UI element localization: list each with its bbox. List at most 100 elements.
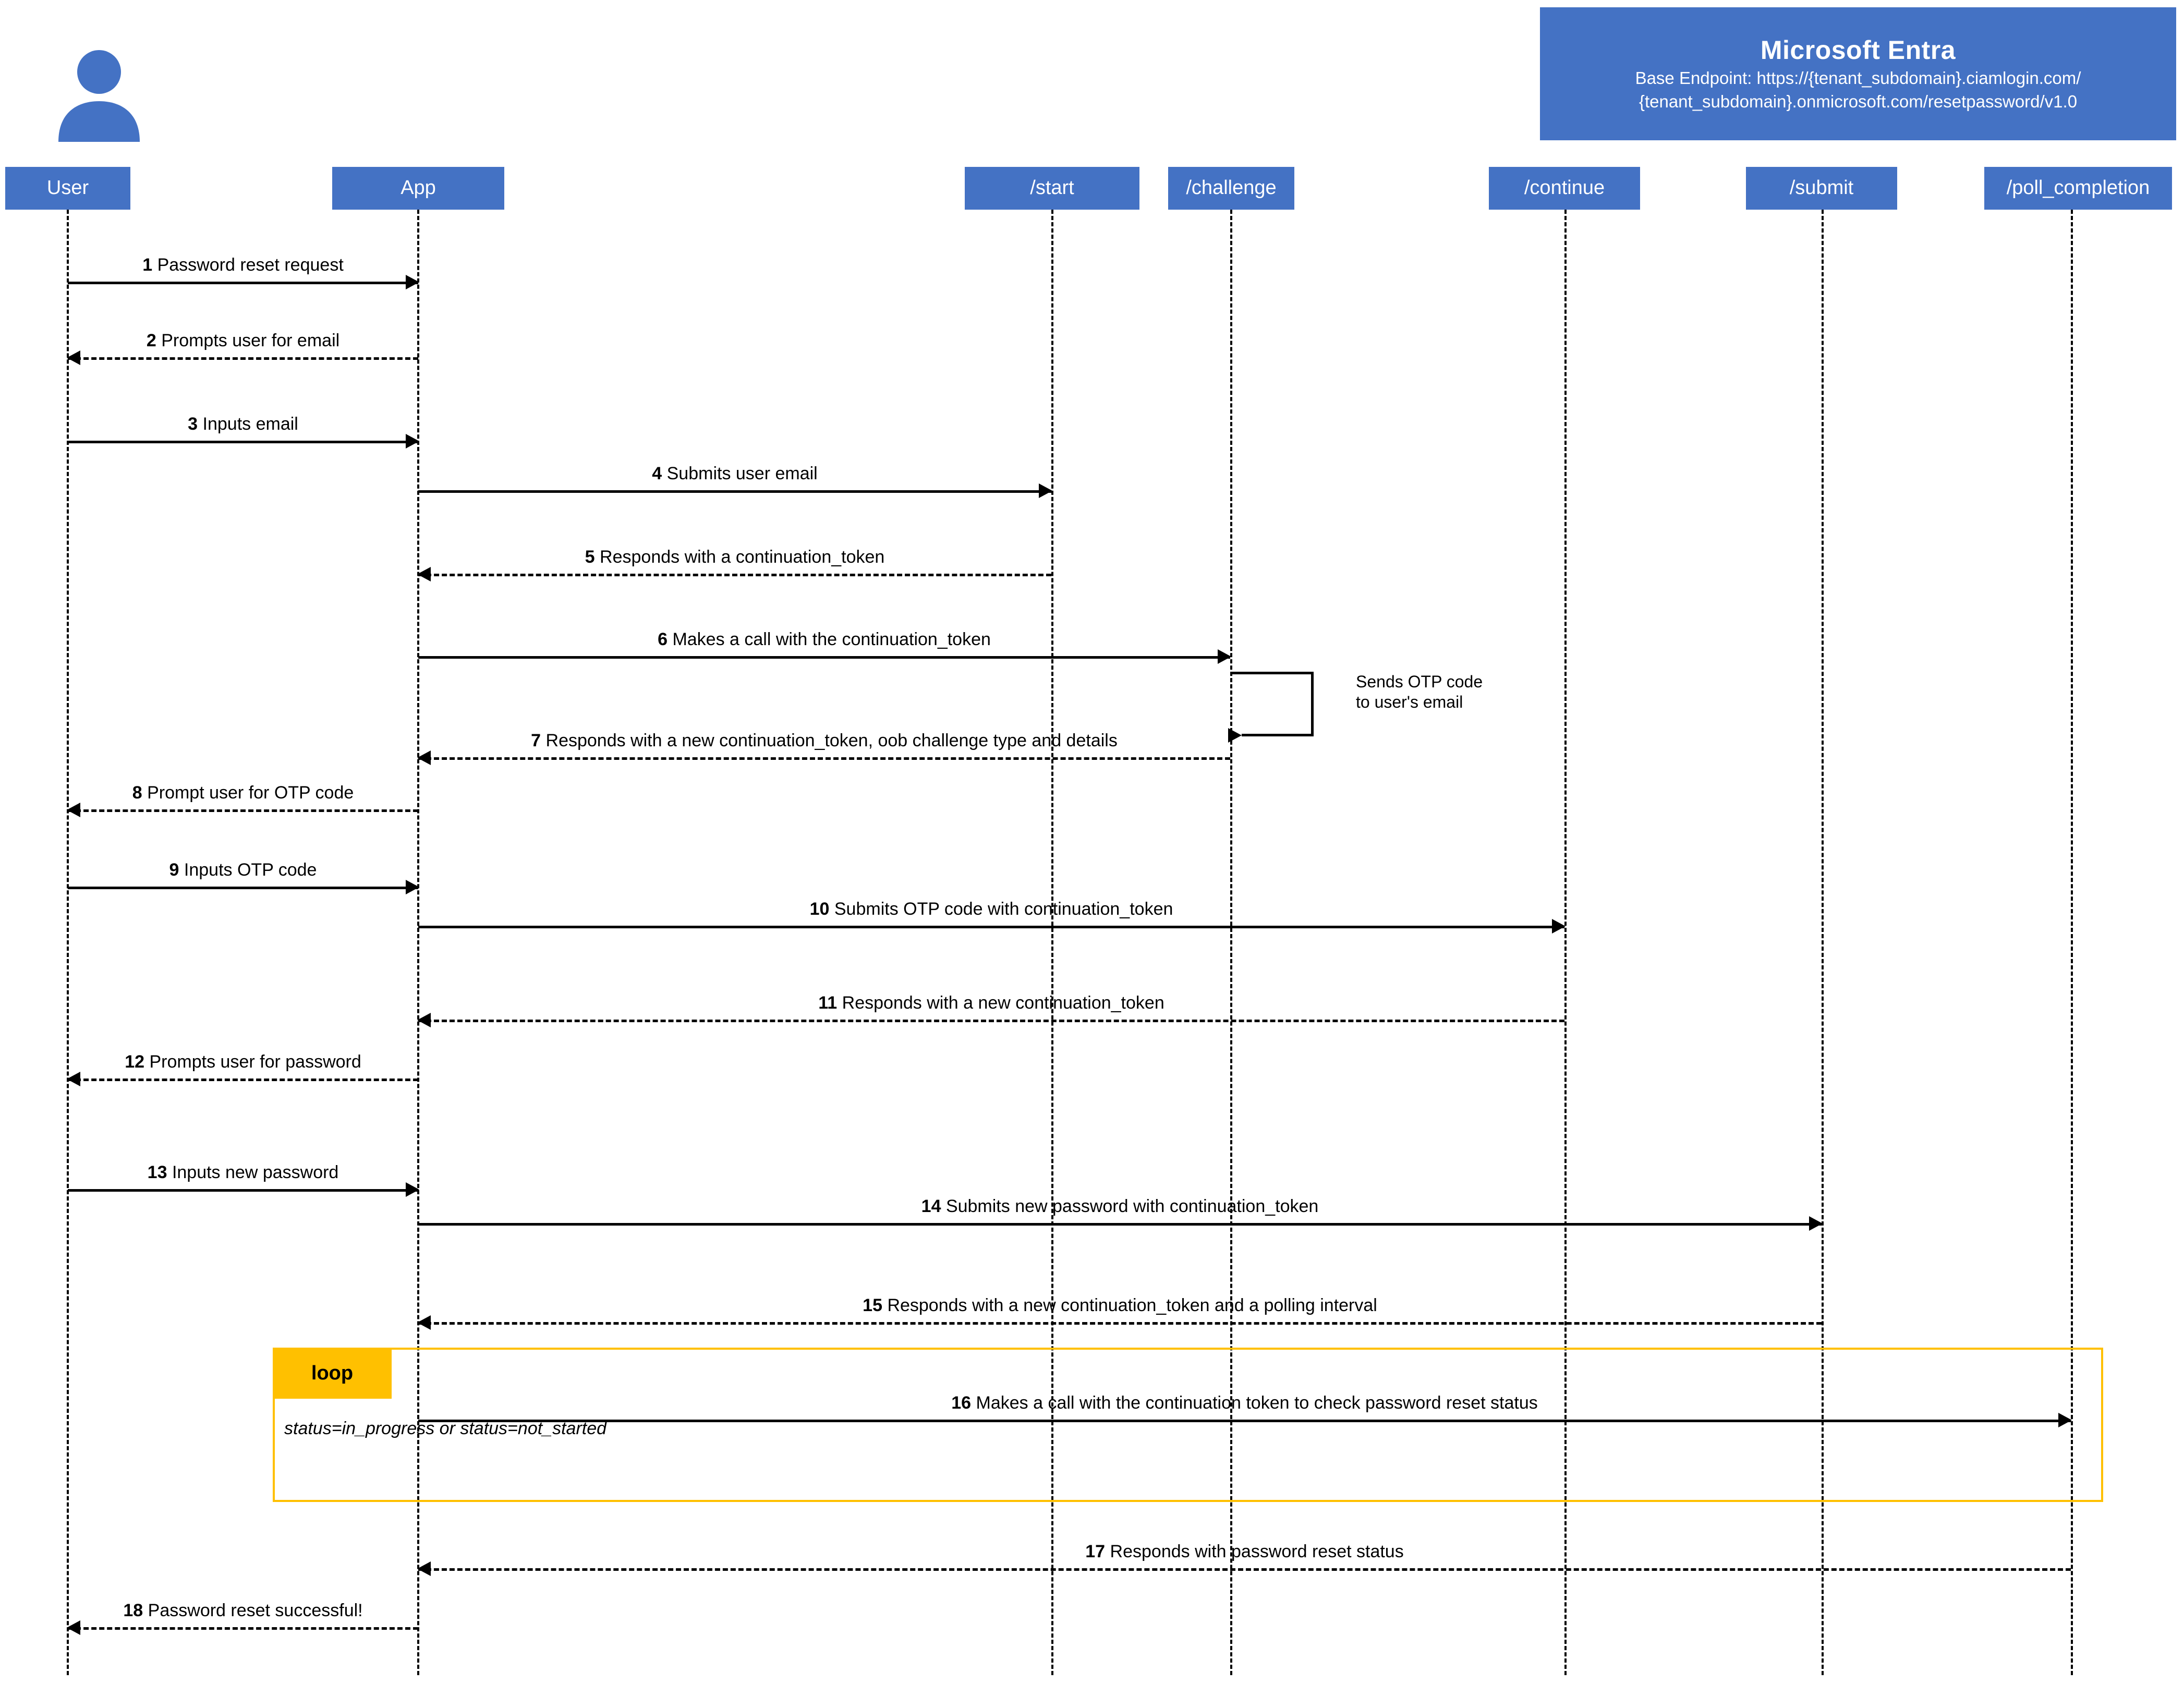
message-11-line	[418, 1020, 1564, 1022]
message-6-arrowhead-icon	[1218, 649, 1231, 664]
message-2-text: Prompts user for email	[161, 331, 340, 350]
message-13-text: Inputs new password	[172, 1162, 339, 1182]
message-9-label: 9 Inputs OTP code	[68, 860, 418, 880]
self-message-right-segment	[1311, 672, 1314, 736]
message-9-number: 9	[169, 860, 179, 880]
message-15-line	[418, 1322, 1822, 1325]
message-18-line	[68, 1627, 418, 1630]
message-2-label: 2 Prompts user for email	[68, 331, 418, 351]
message-16-label: 16 Makes a call with the continuation to…	[418, 1393, 2071, 1413]
message-5-number: 5	[585, 547, 595, 567]
participant-header-poll-completion[interactable]: /poll_completion	[1984, 167, 2172, 210]
message-10-line	[418, 926, 1564, 928]
lifeline-continue	[1564, 210, 1567, 1675]
message-1-text: Password reset request	[157, 255, 344, 275]
participant-label-start: /start	[1030, 177, 1074, 199]
message-14-label: 14 Submits new password with continuatio…	[418, 1196, 1822, 1217]
message-4-text: Submits user email	[666, 464, 818, 483]
lifeline-start	[1051, 210, 1053, 1675]
message-15-arrowhead-icon	[417, 1315, 431, 1330]
message-1-label: 1 Password reset request	[68, 255, 418, 275]
message-10-arrowhead-icon	[1552, 919, 1566, 934]
entra-endpoint-note: Microsoft Entra Base Endpoint: https://{…	[1540, 7, 2176, 140]
loop-fragment	[273, 1348, 2103, 1502]
message-18-arrowhead-icon	[67, 1620, 80, 1635]
message-3-text: Inputs email	[202, 414, 298, 434]
message-10-text: Submits OTP code with continuation_token	[834, 899, 1173, 919]
message-13-number: 13	[147, 1162, 167, 1182]
loop-fragment-tag: loop	[273, 1348, 392, 1399]
message-13-arrowhead-icon	[406, 1182, 419, 1197]
lifeline-user	[67, 210, 69, 1675]
message-14-arrowhead-icon	[1809, 1216, 1823, 1231]
message-16-line	[418, 1420, 2071, 1422]
participant-header-challenge[interactable]: /challenge	[1168, 167, 1294, 210]
entra-note-subtitle-line2: {tenant_subdomain}.onmicrosoft.com/reset…	[1639, 92, 2078, 112]
message-18-text: Password reset successful!	[148, 1601, 363, 1620]
message-1-arrowhead-icon	[406, 275, 419, 289]
loop-fragment-label: loop	[311, 1362, 354, 1384]
participant-header-user[interactable]: User	[5, 167, 130, 210]
message-9-arrowhead-icon	[406, 880, 419, 894]
message-14-line	[418, 1223, 1822, 1226]
message-11-number: 11	[818, 993, 838, 1013]
message-3-label: 3 Inputs email	[68, 414, 418, 434]
participant-header-submit[interactable]: /submit	[1746, 167, 1897, 210]
message-3-number: 3	[188, 414, 198, 434]
message-11-label: 11 Responds with a new continuation_toke…	[418, 993, 1564, 1013]
self-message-note-line1: Sends OTP code	[1356, 672, 1483, 691]
participant-label-user: User	[46, 177, 89, 199]
message-3-arrowhead-icon	[406, 434, 419, 449]
self-message-note: Sends OTP code to user's email	[1356, 672, 1483, 712]
entra-note-title: Microsoft Entra	[1760, 35, 1956, 65]
participant-header-app[interactable]: App	[332, 167, 504, 210]
message-13-line	[68, 1189, 418, 1192]
message-17-number: 17	[1085, 1542, 1106, 1561]
message-12-arrowhead-icon	[67, 1072, 80, 1086]
message-4-arrowhead-icon	[1039, 483, 1052, 498]
message-6-line	[418, 656, 1230, 659]
lifeline-challenge	[1230, 210, 1232, 1675]
message-7-number: 7	[531, 731, 541, 750]
message-13-label: 13 Inputs new password	[68, 1162, 418, 1183]
message-12-label: 12 Prompts user for password	[68, 1052, 418, 1072]
participant-header-continue[interactable]: /continue	[1489, 167, 1640, 210]
message-16-text: Makes a call with the continuation token…	[976, 1393, 1538, 1413]
message-2-line	[68, 357, 418, 360]
message-1-number: 1	[142, 255, 153, 275]
message-8-line	[68, 809, 418, 812]
message-9-line	[68, 887, 418, 889]
message-12-number: 12	[125, 1052, 145, 1072]
participant-label-app: App	[401, 177, 436, 199]
self-message-bottom-segment	[1242, 734, 1314, 736]
message-5-text: Responds with a continuation_token	[600, 547, 885, 567]
message-3-line	[68, 441, 418, 443]
lifeline-submit	[1822, 210, 1824, 1675]
message-6-text: Makes a call with the continuation_token	[672, 629, 991, 649]
message-8-label: 8 Prompt user for OTP code	[68, 783, 418, 803]
participant-header-start[interactable]: /start	[965, 167, 1139, 210]
message-11-text: Responds with a new continuation_token	[842, 993, 1164, 1013]
message-1-line	[68, 282, 418, 284]
message-8-arrowhead-icon	[67, 803, 80, 817]
message-15-text: Responds with a new continuation_token a…	[887, 1295, 1377, 1315]
self-message-challenge-sends-otp	[1228, 672, 1345, 743]
message-10-number: 10	[809, 899, 830, 919]
message-15-label: 15 Responds with a new continuation_toke…	[418, 1295, 1822, 1316]
message-7-label: 7 Responds with a new continuation_token…	[418, 731, 1230, 751]
message-16-arrowhead-icon	[2058, 1413, 2072, 1427]
message-11-arrowhead-icon	[417, 1013, 431, 1027]
message-9-text: Inputs OTP code	[184, 860, 317, 880]
self-message-top-segment	[1230, 672, 1314, 674]
participant-label-continue: /continue	[1524, 177, 1605, 199]
message-14-text: Submits new password with continuation_t…	[945, 1196, 1319, 1216]
message-15-number: 15	[863, 1295, 882, 1315]
lifeline-poll	[2071, 210, 2073, 1675]
message-7-arrowhead-icon	[417, 750, 431, 765]
message-14-number: 14	[921, 1196, 941, 1216]
message-2-arrowhead-icon	[67, 350, 80, 365]
lifeline-app	[417, 210, 419, 1675]
message-4-number: 4	[652, 464, 662, 483]
message-6-label: 6 Makes a call with the continuation_tok…	[418, 629, 1230, 650]
